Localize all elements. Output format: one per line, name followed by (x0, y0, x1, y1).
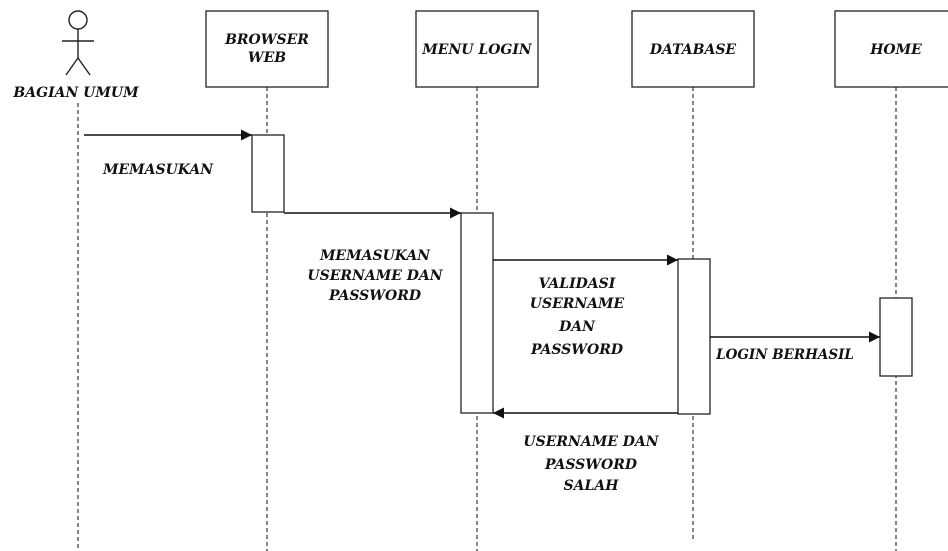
participant-label-line: HOME (869, 42, 922, 58)
message-label-2: MEMASUKAN USERNAME DAN PASSWORD (307, 248, 443, 304)
activation-bar-browser-web (251, 134, 285, 213)
message-label-line: PASSWORD (544, 457, 638, 473)
activation-bar-database (677, 258, 711, 415)
message-label-line: LOGIN BERHASIL (715, 347, 854, 363)
participant-menu-login: MENU LOGIN (415, 10, 539, 88)
message-label-line: MEMASUKAN (319, 248, 431, 264)
message-label-line: MEMASUKAN (102, 162, 214, 178)
message-label-line: USERNAME DAN (523, 434, 659, 450)
message-label-line: PASSWORD (530, 342, 624, 358)
message-label-line: USERNAME DAN (307, 268, 443, 284)
participant-label-line: MENU LOGIN (421, 42, 533, 58)
participant-label-line: DATABASE (649, 42, 737, 58)
participant-label-line: WEB (248, 50, 286, 66)
message-label-1: MEMASUKAN (102, 162, 214, 178)
message-label-5: USERNAME DAN PASSWORD SALAH (523, 434, 659, 494)
actor-stick-figure-icon (62, 10, 94, 76)
message-label-line: USERNAME (530, 296, 625, 312)
participant-home: HOME (834, 10, 948, 88)
activation-bar-home (879, 297, 913, 377)
message-label-line: DAN (558, 319, 596, 335)
message-label-line: SALAH (564, 478, 620, 494)
activation-bar-menu-login (460, 212, 494, 414)
message-label-line: VALIDASI (539, 276, 616, 292)
participant-database: DATABASE (631, 10, 755, 88)
message-label-4: LOGIN BERHASIL (715, 347, 854, 363)
participant-label-line: BROWSER (224, 32, 309, 48)
message-label-line: PASSWORD (328, 288, 422, 304)
participant-browser-web: BROWSER WEB (205, 10, 329, 88)
actor-label: BAGIAN UMUM (12, 85, 139, 101)
message-label-3: VALIDASI USERNAME DAN PASSWORD (530, 276, 625, 358)
